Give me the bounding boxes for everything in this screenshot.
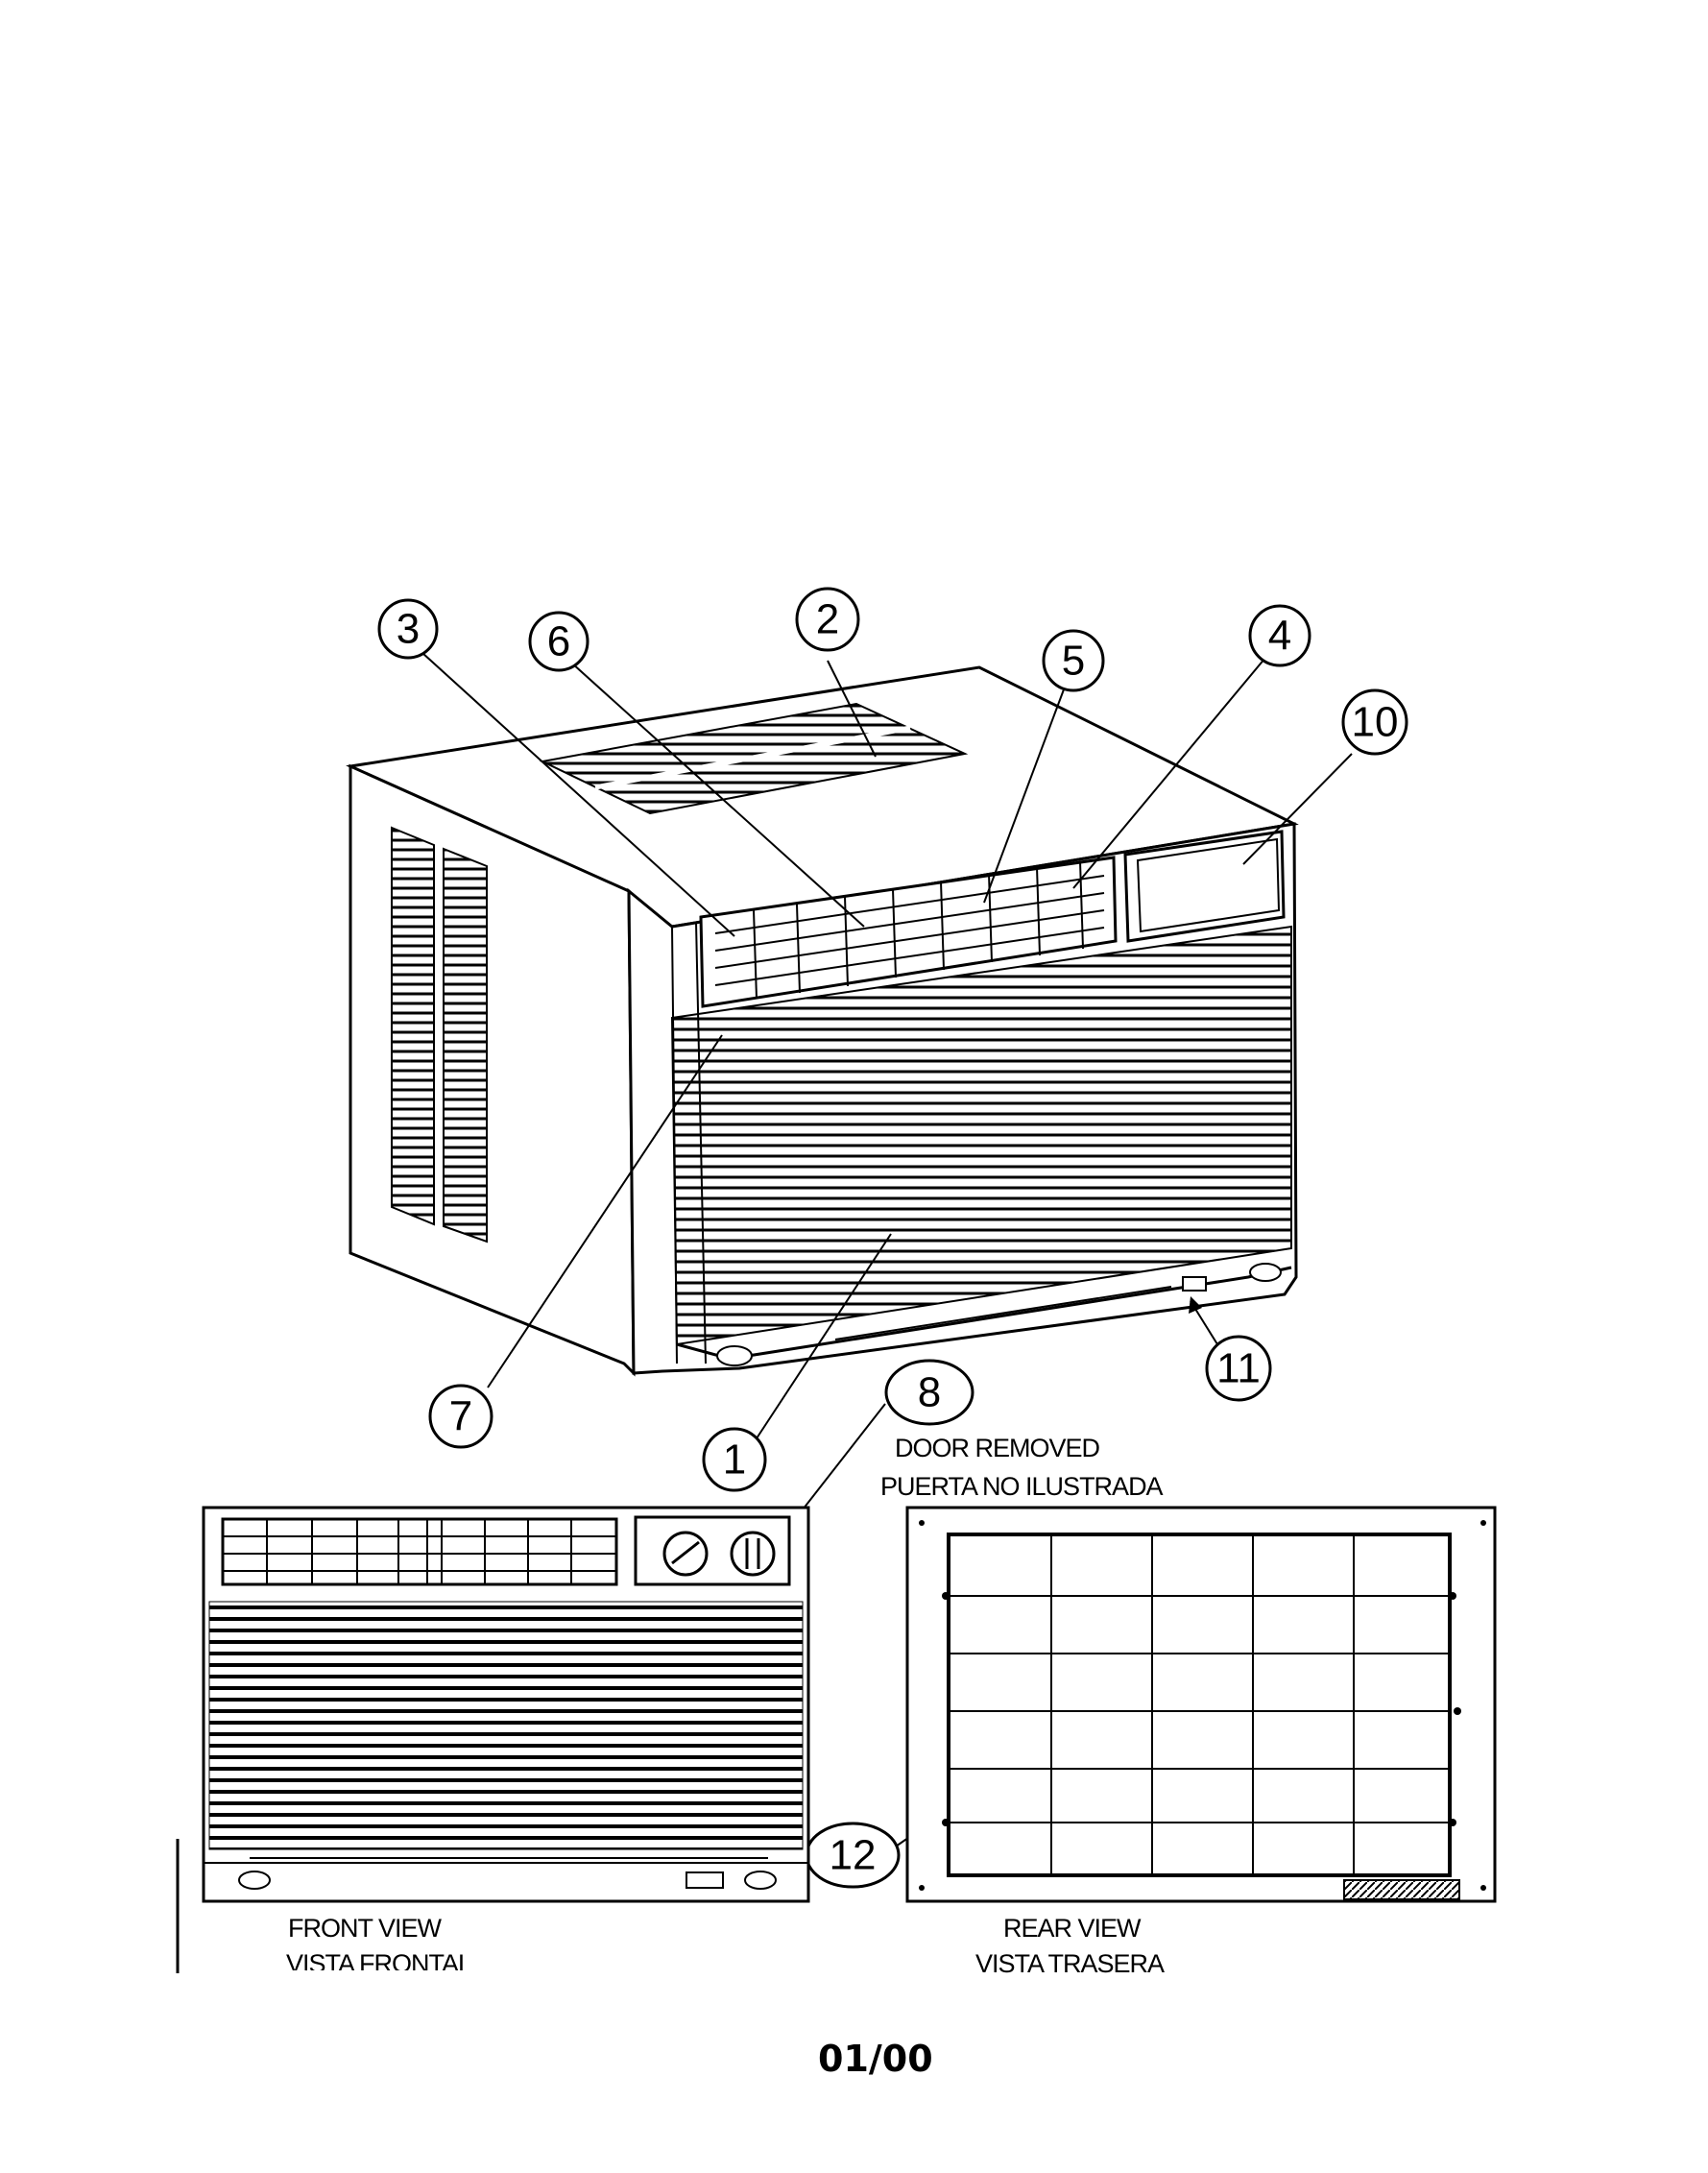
rear-view-frame bbox=[947, 1533, 1452, 1877]
callout-4-label: 4 bbox=[1268, 613, 1291, 660]
diagram-stroke bbox=[1341, 688, 1408, 756]
diagram-stroke bbox=[1189, 1296, 1202, 1314]
rear-view-outline bbox=[905, 1506, 1497, 1903]
diagram-stroke bbox=[1136, 837, 1281, 933]
diagram-stroke bbox=[428, 1384, 493, 1449]
callout-8-label: 8 bbox=[918, 1369, 941, 1416]
front-view-label-es: VISTA FRONTAL bbox=[286, 1949, 472, 1970]
callout-12-label: 12 bbox=[830, 1832, 877, 1879]
callout-4 bbox=[1248, 604, 1311, 667]
callout-2 bbox=[795, 587, 860, 652]
front-view bbox=[176, 1506, 810, 1973]
diagram-stroke bbox=[1248, 604, 1311, 667]
diagram-stroke bbox=[1480, 1520, 1486, 1526]
diagram-stroke bbox=[1182, 1276, 1207, 1292]
diagram-stroke bbox=[1449, 1592, 1456, 1600]
side-vents-right bbox=[443, 847, 488, 1243]
callout-7-label: 7 bbox=[449, 1393, 472, 1440]
louver-vent bbox=[699, 856, 1118, 1008]
diagram-stroke bbox=[1454, 1707, 1461, 1715]
callout-3 bbox=[377, 598, 439, 660]
callout-3-label: 3 bbox=[397, 606, 420, 653]
diagram-stroke bbox=[1072, 657, 1266, 889]
callout-6-label: 6 bbox=[547, 618, 570, 665]
diagram-stroke bbox=[744, 1871, 777, 1890]
diagram-stroke bbox=[753, 909, 758, 1000]
diagram-stroke bbox=[940, 881, 945, 971]
diagram-stroke bbox=[714, 892, 1105, 952]
diagram-stroke bbox=[1036, 866, 1041, 956]
front-view-grille bbox=[208, 1601, 804, 1850]
callout-10-label: 10 bbox=[1352, 699, 1399, 746]
diagram-stroke bbox=[942, 1592, 950, 1600]
diagram-stroke bbox=[919, 1885, 925, 1891]
diagram-stroke bbox=[834, 1286, 1172, 1340]
diagram-stroke bbox=[716, 1345, 753, 1366]
callout-1 bbox=[702, 1427, 767, 1492]
diagram-stroke bbox=[238, 1871, 271, 1890]
front-louver-panel bbox=[221, 1517, 618, 1586]
diagram-stroke bbox=[844, 896, 849, 987]
front-grille bbox=[670, 925, 1292, 1346]
side-vents-left bbox=[391, 826, 435, 1226]
date-code: 01/00 bbox=[818, 2038, 933, 2080]
diagram-stroke bbox=[1242, 753, 1353, 865]
front-knob-left bbox=[662, 1531, 709, 1577]
diagram-stroke bbox=[702, 1427, 767, 1492]
diagram-stroke bbox=[919, 1520, 1486, 1891]
callout-8 bbox=[884, 1359, 974, 1426]
callout-1-label: 1 bbox=[723, 1437, 746, 1484]
diagram-stroke bbox=[1042, 629, 1105, 692]
callout-5 bbox=[1042, 629, 1105, 692]
diagram-stroke bbox=[686, 1871, 724, 1889]
front-knob-right bbox=[730, 1531, 776, 1577]
rear-view-grid bbox=[949, 1534, 1450, 1875]
door-removed-note-en: DOOR REMOVED bbox=[895, 1434, 1100, 1462]
diagram-stroke bbox=[570, 662, 865, 928]
diagram-stroke bbox=[671, 1540, 700, 1565]
diagram-stroke bbox=[919, 1520, 925, 1526]
callout-10 bbox=[1341, 688, 1408, 756]
isometric-unit bbox=[346, 665, 1299, 1377]
louver-blades bbox=[714, 860, 1105, 1000]
diagram-stroke bbox=[714, 875, 1105, 934]
diagram-stroke bbox=[487, 1034, 723, 1388]
diagram-stroke bbox=[795, 587, 860, 652]
diagram-stroke bbox=[594, 725, 911, 790]
callout-6 bbox=[528, 611, 589, 672]
callout-11-label: 11 bbox=[1216, 1345, 1261, 1392]
diagram-stroke bbox=[1249, 1263, 1282, 1282]
diagram-stroke bbox=[796, 904, 801, 994]
diagram-stroke bbox=[942, 1819, 950, 1826]
diagram-stroke bbox=[827, 660, 877, 758]
diagram-stroke bbox=[892, 888, 897, 978]
diagram-stroke bbox=[1449, 1819, 1456, 1826]
diagram-stroke bbox=[1480, 1885, 1486, 1891]
diagram-stroke bbox=[421, 652, 735, 937]
callout-circle bbox=[377, 598, 439, 660]
callout-11 bbox=[1205, 1335, 1272, 1402]
diagram-stroke bbox=[884, 1359, 974, 1426]
control-panel bbox=[1123, 830, 1286, 943]
rear-view-label-en: REAR VIEW bbox=[1003, 1914, 1142, 1943]
front-view-label-en: FRONT VIEW bbox=[288, 1914, 442, 1943]
callout-7 bbox=[428, 1384, 493, 1449]
callout-2-label: 2 bbox=[816, 596, 839, 643]
diagram-stroke bbox=[1205, 1335, 1272, 1402]
diagram-stroke bbox=[983, 688, 1065, 904]
diagram-stroke bbox=[756, 1233, 892, 1439]
diagram-stroke bbox=[528, 611, 589, 672]
rear-view bbox=[905, 1506, 1497, 1903]
door-removed-note-es: PUERTA NO ILUSTRADA bbox=[880, 1472, 1164, 1501]
diagram-stroke bbox=[223, 1519, 616, 1584]
diagram-stroke bbox=[1079, 860, 1084, 950]
front-control-panel bbox=[634, 1515, 791, 1586]
rear-view-label-es: VISTA TRASERA bbox=[975, 1949, 1165, 1978]
callout-5-label: 5 bbox=[1062, 638, 1085, 685]
rear-vent-patch bbox=[1343, 1879, 1460, 1900]
